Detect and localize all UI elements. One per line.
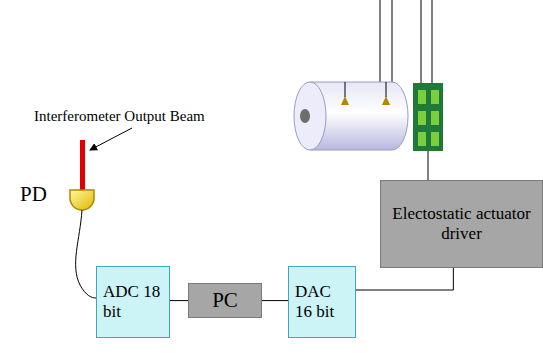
box-text: ADC 18 bit	[103, 282, 163, 323]
actuator-wire	[428, 151, 429, 180]
dac-box: DAC 16 bit	[288, 266, 356, 338]
test-mass-cylinder	[294, 82, 408, 150]
actuator-plate	[413, 83, 443, 151]
box-text: PC	[212, 288, 238, 313]
photodiode	[70, 190, 94, 210]
signal-line	[262, 300, 288, 301]
box-text: DAC 16 bit	[295, 282, 349, 323]
beam-label: Interferometer Output Beam	[34, 108, 205, 125]
signal-cable	[76, 210, 96, 298]
pd-label: PD	[20, 182, 47, 207]
driver-box: Electostatic actuator driver	[380, 180, 543, 268]
leader-arrow	[90, 128, 132, 150]
box-text: Electostatic actuator driver	[389, 204, 534, 245]
signal-line	[170, 300, 188, 301]
laser-beam	[80, 140, 85, 190]
adc-box: ADC 18 bit	[96, 266, 170, 338]
pc-box: PC	[188, 283, 262, 318]
signal-line	[356, 268, 453, 290]
